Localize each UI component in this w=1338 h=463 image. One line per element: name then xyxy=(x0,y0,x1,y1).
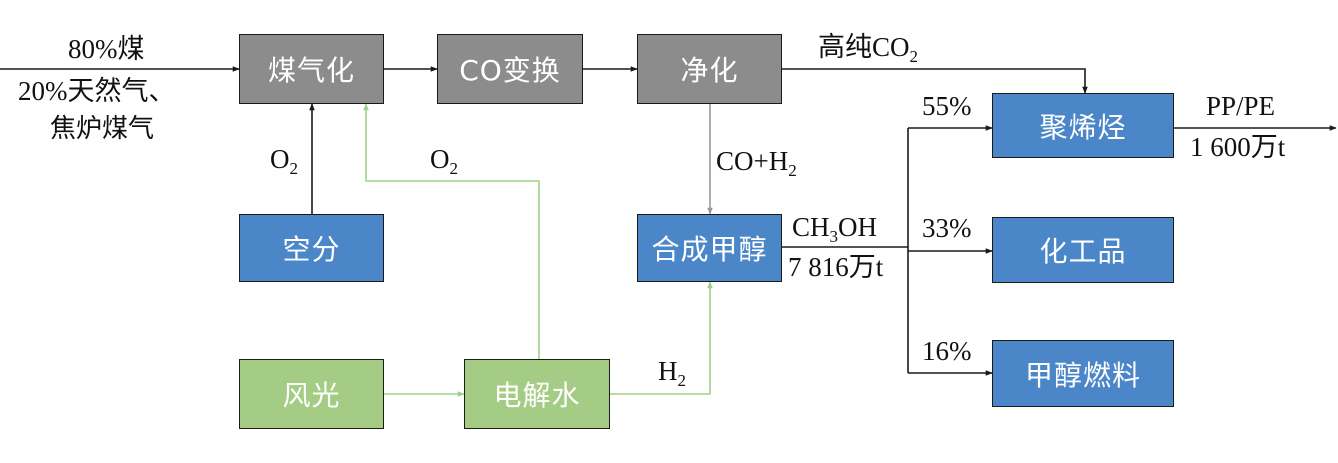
wind-solar-box: 风光 xyxy=(239,359,384,429)
feed-coke-gas-label: 焦炉煤气 xyxy=(50,114,155,144)
arrow-co2-to-polyolefin xyxy=(782,68,1088,94)
chemicals-box: 化工品 xyxy=(992,217,1174,283)
arrow-electrolysis-h2 xyxy=(610,281,713,395)
methanol-fuel-box: 甲醇燃料 xyxy=(992,340,1174,407)
product-label: PP/PE xyxy=(1206,91,1276,121)
coal-gasification-box: 煤气化 xyxy=(239,34,384,104)
product-amount-label: 1 600万t xyxy=(1190,132,1286,162)
polyolefin-box: 聚烯烃 xyxy=(992,93,1174,158)
methanol-formula-label: CH3OH xyxy=(792,212,878,246)
syngas-label: CO+H2 xyxy=(716,146,797,180)
share-polyolefin-label: 55% xyxy=(922,91,972,121)
share-chemicals-label: 33% xyxy=(922,213,972,243)
co-shift-box: CO变换 xyxy=(437,34,583,104)
o2-electrolysis-label: O2 xyxy=(430,144,458,178)
share-fuel-label: 16% xyxy=(922,336,972,366)
feed-gas-label: 20%天然气、 xyxy=(18,76,176,106)
high-purity-co2-label: 高纯CO2 xyxy=(818,32,919,66)
purification-box: 净化 xyxy=(637,34,782,104)
h2-label: H2 xyxy=(658,356,686,390)
o2-air-label: O2 xyxy=(270,144,298,178)
methanol-amount-label: 7 816万t xyxy=(788,252,884,282)
feed-coal-label: 80%煤 xyxy=(68,34,145,64)
electrolysis-box: 电解水 xyxy=(464,359,610,429)
arrow-electrolysis-o2 xyxy=(363,103,540,359)
air-separation-box: 空分 xyxy=(239,214,384,282)
methanol-synthesis-box: 合成甲醇 xyxy=(637,214,782,282)
